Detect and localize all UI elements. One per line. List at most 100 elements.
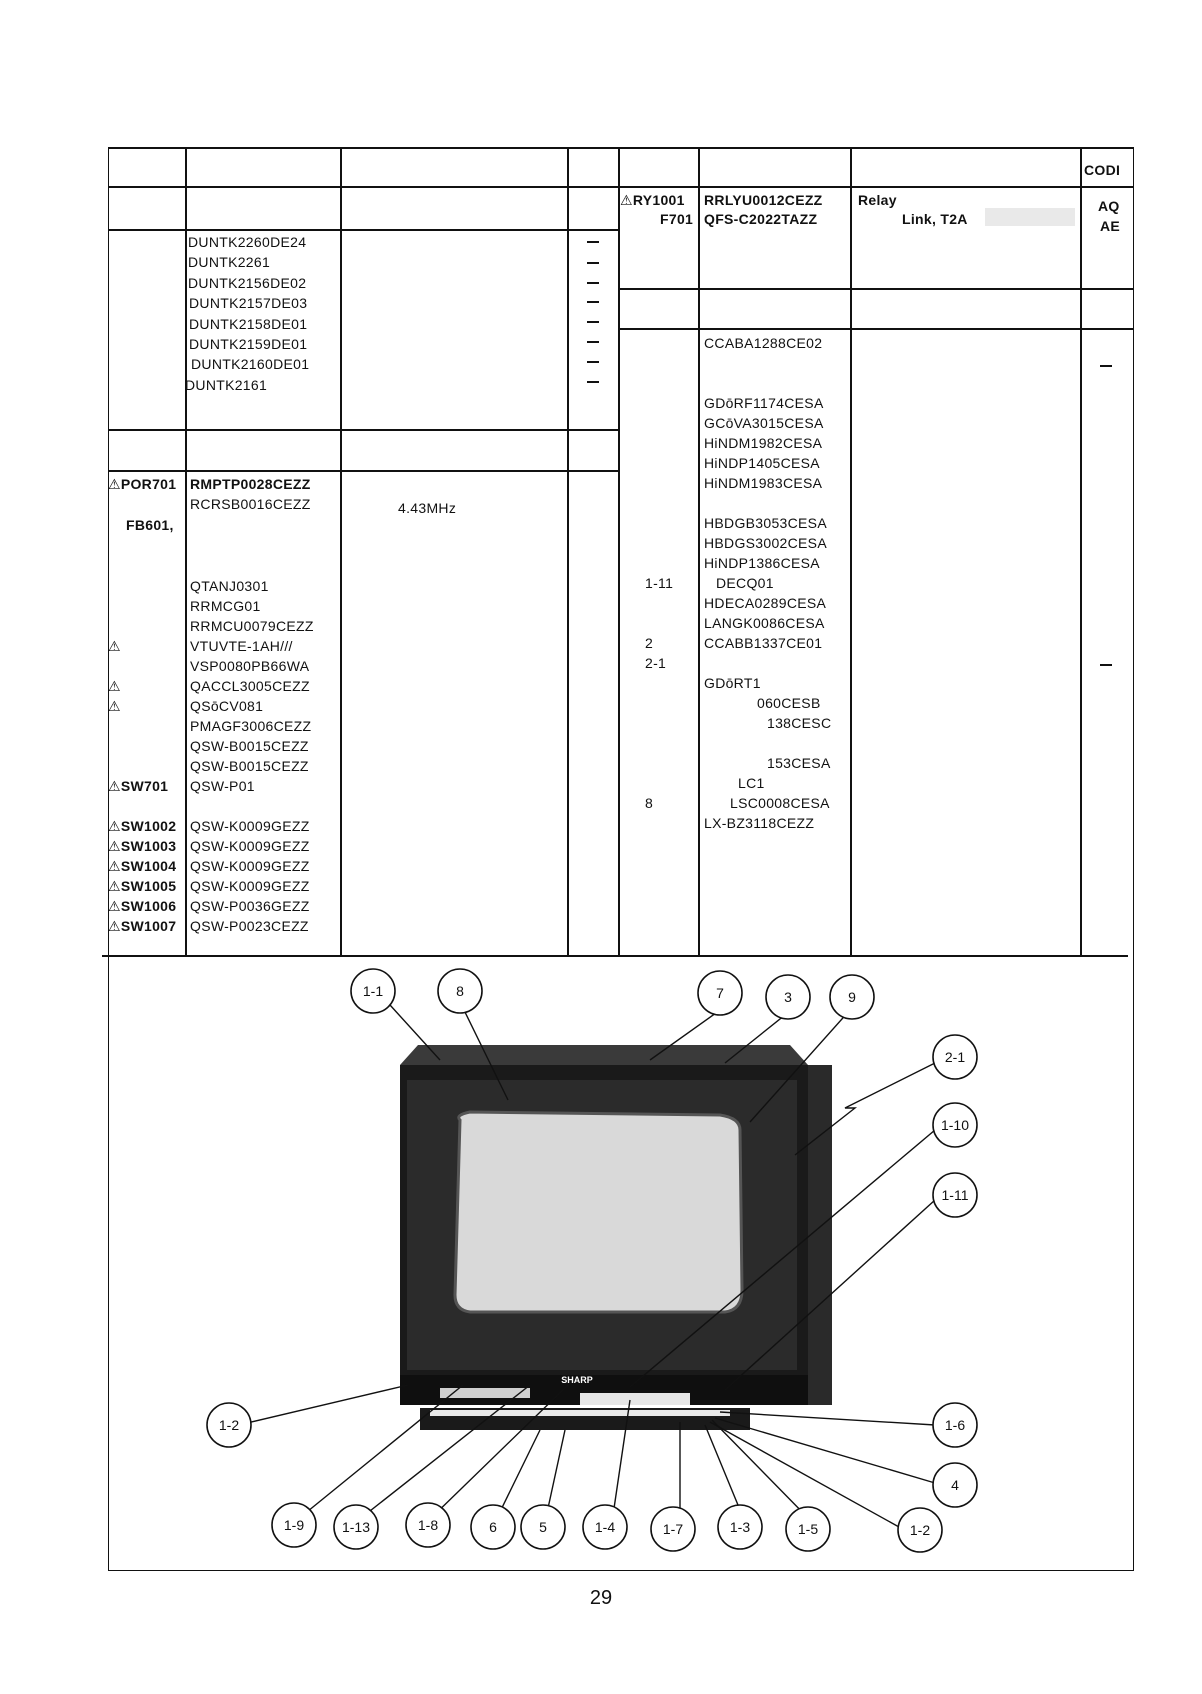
row-rule: [618, 328, 1134, 330]
row-rule: [108, 229, 618, 231]
row-part: QACCL3005CEZZ: [190, 678, 310, 694]
row-part: RCRSB0016CEZZ: [190, 496, 311, 512]
unit-code: DUNTK2260DE24: [188, 234, 307, 250]
row-part: QTANJ0301: [190, 578, 269, 594]
scan-noise: [985, 208, 1075, 226]
row-part: PMAGF3006CEZZ: [190, 718, 312, 734]
dash-mark: [587, 241, 599, 243]
desc-relay: Relay: [858, 192, 897, 208]
row-part: QSW-K0009GEZZ: [190, 818, 310, 834]
col-divider: [618, 147, 620, 955]
row-part: QSW-B0015CEZZ: [190, 738, 309, 754]
part-f701: QFS-C2022TAZZ: [704, 211, 818, 227]
page-number: 29: [589, 1587, 613, 1609]
right-part-code: LC1: [738, 775, 765, 791]
col-divider: [567, 147, 569, 955]
right-part-code: HBDGB3053CESA: [704, 515, 827, 531]
ref-8: 8: [645, 795, 654, 811]
row-ref: ⚠POR701: [108, 476, 177, 492]
col-divider: [698, 147, 700, 955]
row-ref: ⚠SW1002: [108, 818, 177, 834]
row-ref: ⚠SW1007: [108, 918, 177, 934]
row-ref: ⚠SW1004: [108, 858, 177, 874]
right-part-code: GDōRF1174CESA: [704, 395, 824, 411]
row-ref: ⚠SW701: [108, 778, 169, 794]
ref-2-1: 2-1: [645, 655, 667, 671]
ref-1-11: 1-11: [645, 575, 674, 591]
right-part-code: LSC0008CESA: [730, 795, 830, 811]
right-part-code: HiNDM1983CESA: [704, 475, 823, 491]
unit-code: DUNTK2156DE02: [188, 274, 307, 291]
unit-code: DUNTK2158DE01: [189, 315, 308, 332]
top-rule: [108, 147, 1134, 149]
row-part: QSW-K0009GEZZ: [190, 858, 310, 874]
right-part-code: HiNDP1405CESA: [704, 455, 820, 471]
dash-mark: [587, 361, 599, 363]
col-divider: [340, 147, 342, 955]
desc-link: Link, T2A: [902, 211, 968, 227]
row-part: QSW-P01: [190, 778, 255, 794]
right-part-code: 138CESC: [767, 715, 832, 731]
ref-ry1001: ⚠RY1001: [620, 192, 685, 208]
row-part: RRMCU0079CEZZ: [190, 618, 314, 634]
col-divider: [850, 147, 852, 955]
code-aq: AQ: [1098, 198, 1120, 214]
part-ry1001: RRLYU0012CEZZ: [704, 192, 823, 208]
page-frame: [108, 147, 1134, 1571]
dash-mark: [587, 282, 599, 284]
row-part: QSW-B0015CEZZ: [190, 758, 309, 774]
right-part-code: HiNDP1386CESA: [704, 555, 820, 571]
right-part-code: 153CESA: [767, 755, 831, 771]
dash-mark: [587, 341, 599, 343]
header-rule: [108, 186, 1134, 188]
row-part: RRMCG01: [190, 598, 261, 614]
dash-mark: [1100, 664, 1112, 666]
right-part-code: CCABA1288CE02: [704, 335, 823, 351]
unit-code: DUNTK2157DE03: [189, 295, 308, 312]
row-rule: [108, 470, 618, 472]
row-ref: FB601,: [126, 517, 174, 533]
row-desc: 4.43MHz: [398, 500, 457, 516]
code-header: CODI: [1084, 162, 1121, 178]
right-part-code: GCōVA3015CESA: [704, 415, 824, 431]
dash-mark: [1100, 365, 1112, 367]
row-part: QSW-K0009GEZZ: [190, 878, 310, 894]
row-ref: ⚠: [108, 678, 121, 694]
right-part-code: LX-BZ3118CEZZ: [704, 815, 815, 831]
unit-code: DUNTK2161: [185, 376, 268, 393]
dash-mark: [587, 301, 599, 303]
row-ref: ⚠: [108, 638, 121, 654]
col-divider: [1080, 147, 1082, 955]
mid-rule: [102, 955, 1128, 957]
right-part-code: HiNDM1982CESA: [704, 435, 823, 451]
row-ref: ⚠SW1006: [108, 898, 177, 914]
right-part-code: HBDGS3002CESA: [704, 535, 827, 551]
col-divider: [185, 147, 187, 955]
right-part-code: LANGK0086CESA: [704, 615, 825, 631]
row-ref: ⚠: [108, 698, 121, 714]
dash-mark: [587, 262, 599, 264]
right-part-code: GDōRT1: [704, 675, 761, 691]
row-part: VTUVTE-1AH///: [190, 638, 293, 654]
right-part-code: HDECA0289CESA: [704, 595, 827, 611]
row-part: QSW-K0009GEZZ: [190, 838, 310, 854]
row-part: QSW-P0036GEZZ: [190, 898, 310, 914]
row-ref: ⚠SW1005: [108, 878, 177, 894]
code-ae: AE: [1100, 218, 1121, 234]
row-rule: [618, 288, 1134, 290]
row-ref: ⚠SW1003: [108, 838, 177, 854]
right-part-code: CCABB1337CE01: [704, 635, 823, 651]
unit-code: DUNTK2159DE01: [189, 336, 308, 352]
ref-2: 2: [645, 635, 654, 651]
row-part: QSōCV081: [190, 698, 264, 714]
right-part-code: 060CESB: [757, 695, 821, 711]
row-part: VSP0080PB66WA: [190, 658, 310, 674]
row-part: RMPTP0028CEZZ: [190, 476, 311, 492]
dash-mark: [587, 321, 599, 323]
dash-mark: [587, 381, 599, 383]
row-part: QSW-P0023CEZZ: [190, 918, 309, 934]
unit-code: DUNTK2160DE01: [191, 356, 310, 373]
right-part-code: DECQ01: [716, 575, 774, 591]
unit-code: DUNTK2261: [188, 254, 271, 271]
ref-f701: F701: [660, 211, 694, 227]
